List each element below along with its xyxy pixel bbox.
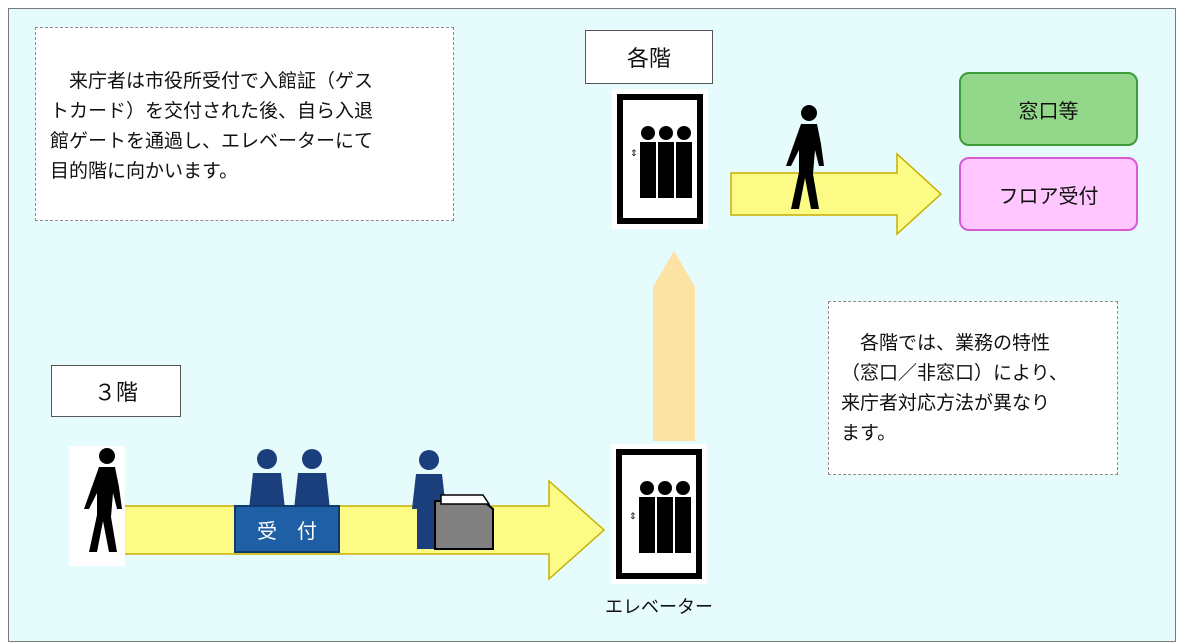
intro-note-line: 館ゲートを通過し、エレベーターにて	[50, 130, 374, 152]
reception-staff-icon	[249, 449, 330, 509]
floor-note-line: ます。	[841, 422, 897, 444]
elevator-label: エレベーター	[605, 597, 713, 618]
intro-note-line: トカード）を交付された後、自ら入退	[50, 100, 374, 122]
intro-note: 来庁者は市役所受付で入館証（ゲス トカード）を交付された後、自ら入退 館ゲートを…	[35, 27, 454, 221]
reception-desk-label: 受 付	[257, 519, 317, 543]
diagram-canvas: ⇕ ⇕ 来庁者は市役所受付で入館証（ゲス	[8, 8, 1176, 642]
entry-gate-icon	[434, 494, 494, 550]
svg-text:⇕: ⇕	[630, 149, 638, 159]
visitor-walking-icon	[69, 446, 125, 566]
intro-note-line: 目的階に向かいます。	[50, 160, 239, 182]
elevator-upper-icon: ⇕	[612, 89, 708, 229]
floor-note-line: 来庁者対応方法が異なり	[841, 392, 1051, 414]
each-floor-label: 各階	[585, 30, 713, 84]
svg-text:⇕: ⇕	[629, 512, 637, 522]
upper-flow-arrow	[730, 152, 943, 236]
ground-flow-arrow	[108, 479, 606, 581]
diagram-graphics: ⇕ ⇕	[69, 89, 943, 584]
floor-note: 各階では、業務の特性 （窓口／非窓口）により、 来庁者対応方法が異なり ます。	[828, 301, 1118, 475]
intro-note-line: 来庁者は市役所受付で入館証（ゲス	[50, 70, 374, 92]
floor-3-label: ３階	[51, 365, 181, 417]
visitor-upper-icon	[786, 105, 824, 209]
reception-desk	[234, 505, 340, 553]
up-arrow	[653, 251, 695, 441]
elevator-icon: ⇕	[611, 444, 707, 584]
floor-note-line: （窓口／非窓口）により、	[841, 362, 1068, 384]
floor-note-line: 各階では、業務の特性	[841, 332, 1051, 354]
floor-reception-box: フロア受付	[959, 157, 1138, 231]
counter-box: 窓口等	[959, 72, 1138, 146]
